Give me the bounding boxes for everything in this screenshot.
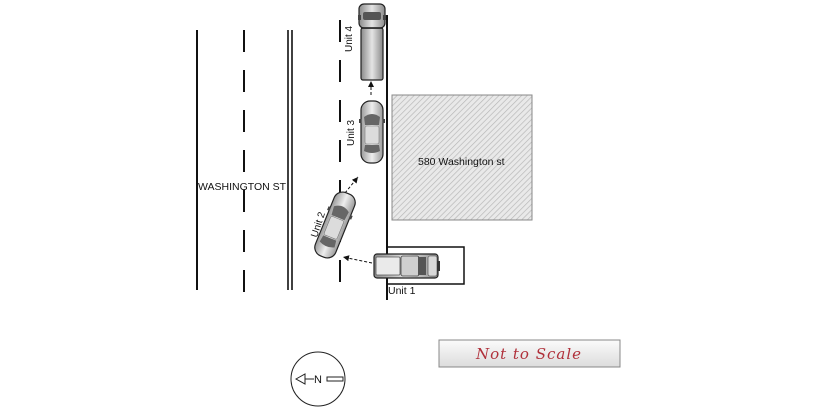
- north-arrow-icon: [294, 373, 344, 385]
- unit-2-vehicle: [314, 191, 356, 259]
- building-580-washington: [391, 94, 533, 221]
- road: [196, 15, 388, 300]
- pickup-truck-icon: [373, 253, 440, 279]
- unit-4-label: Unit 4: [344, 25, 355, 52]
- compass-label: N: [314, 374, 322, 386]
- building-label: 580 Washington st: [418, 156, 505, 168]
- box-truck-icon: [358, 3, 386, 81]
- street-name-label: WASHINGTON ST: [198, 181, 287, 193]
- path-arrow-2: [344, 176, 359, 194]
- unit-4-vehicle: [358, 3, 386, 81]
- driveway-outline: [387, 246, 465, 285]
- car-icon: [314, 191, 356, 259]
- unit-3-vehicle: [359, 100, 385, 164]
- vehicle-path: [342, 81, 374, 264]
- unit-3-label: Unit 3: [346, 119, 357, 146]
- unit-1-vehicle: [373, 253, 440, 279]
- scale-note-text: Not to Scale: [475, 345, 582, 363]
- scale-note: Not to Scale: [438, 339, 621, 368]
- unit-1-label: Unit 1: [388, 285, 416, 297]
- path-arrow-1: [342, 255, 373, 264]
- compass: N: [290, 351, 346, 407]
- car-icon: [359, 100, 385, 164]
